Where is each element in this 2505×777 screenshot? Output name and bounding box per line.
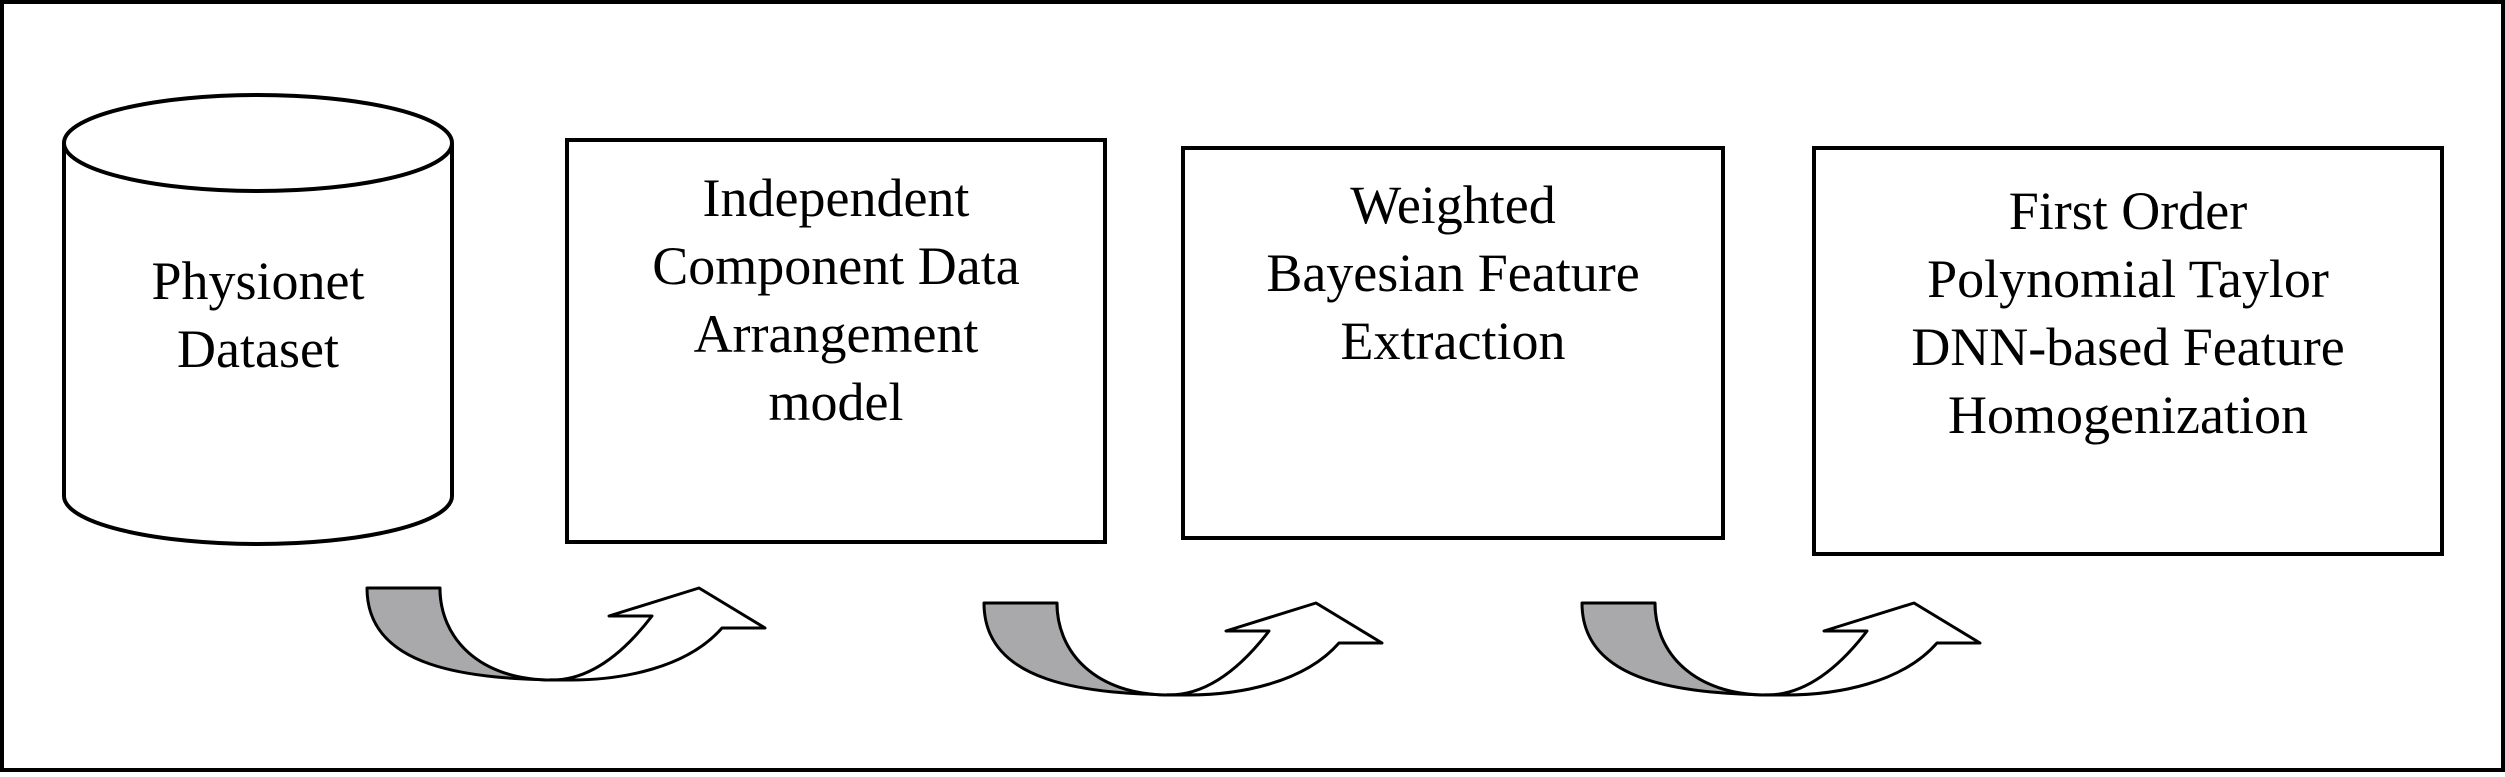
dataset-label: Physionet Dataset xyxy=(151,251,365,379)
icdam-label: Independent Component Data Arrangement m… xyxy=(652,168,1020,432)
arrow-wbfe-to-fopt xyxy=(1580,601,1982,697)
fopt-box xyxy=(1812,146,2444,556)
arrow-dataset-to-icdam xyxy=(365,586,767,682)
arrow-icdam-to-wbfe xyxy=(982,601,1384,697)
fopt-label: First Order Polynomial Taylor DNN-based … xyxy=(1911,181,2345,445)
icdam-box xyxy=(565,138,1107,544)
dataset-cylinder xyxy=(62,93,454,546)
wbfe-label: Weighted Bayesian Feature Extraction xyxy=(1266,175,1640,371)
wbfe-box xyxy=(1181,146,1725,540)
